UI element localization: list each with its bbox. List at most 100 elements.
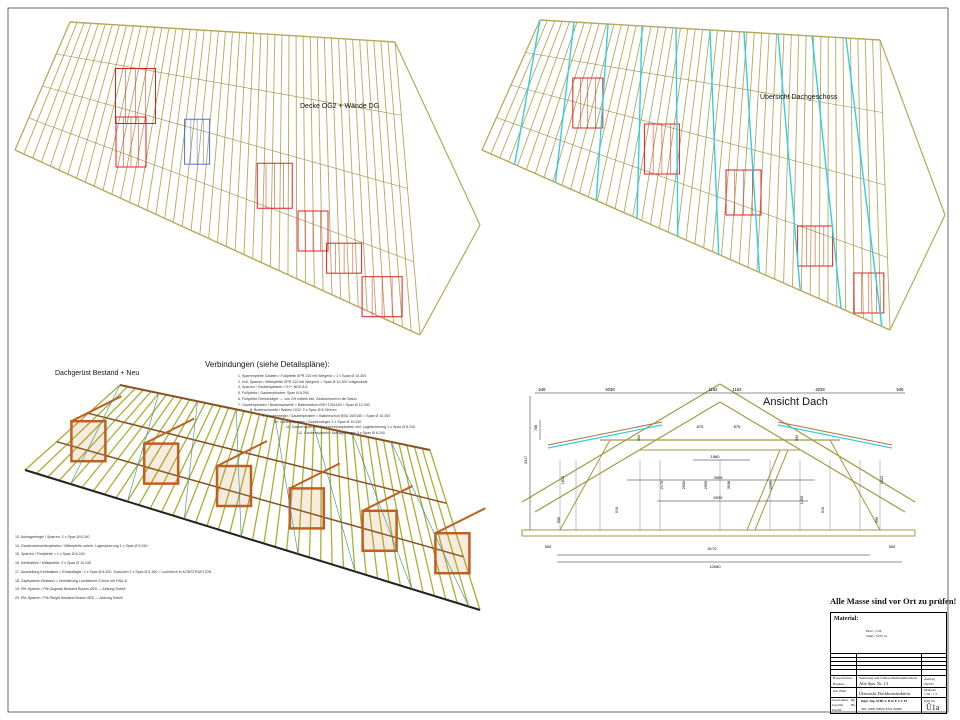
- rafter: [406, 444, 447, 600]
- dormer-rafter: [434, 507, 486, 535]
- dim-vertical: 1822: [880, 476, 884, 484]
- bracing: [743, 31, 761, 273]
- dim-vertical: 768: [534, 425, 538, 431]
- rafter: [320, 427, 323, 562]
- rafter: [126, 399, 191, 502]
- connection-item: 13. Aufsagerriegel / Sparren: 2 x Spax Ø…: [15, 535, 90, 539]
- ridge: [69, 21, 396, 43]
- firm-phone: TEL 0000 00000 FAX 00000: [861, 707, 903, 711]
- rafter: [138, 400, 199, 506]
- gable: [879, 39, 946, 216]
- rafter: [719, 383, 916, 503]
- connections-list-continued: 13. Aufsagerriegel / Sparren: 2 x Spax Ø…: [15, 533, 211, 603]
- dormer-rafter: [143, 417, 195, 445]
- strut: [829, 439, 881, 531]
- strut: [559, 439, 611, 531]
- rafter: [429, 449, 481, 611]
- drawing-title: Übersicht Dachkonstruktion: [859, 691, 910, 696]
- rafter: [240, 415, 268, 537]
- connection-item: 18. Zapfsparren Bestand = Verstärkung Lo…: [15, 578, 127, 583]
- project-name: Sanierung und Umbau Mehrfamilienhaus: [859, 676, 918, 680]
- scale: 1:50 / 1:1: [924, 692, 938, 696]
- scale-label: Maßstab: [924, 688, 937, 692]
- rafter: [172, 405, 222, 516]
- dimension-label: 10080: [709, 564, 721, 569]
- connection-item: 1. Sparrenpfette Gauben / Fußpfette SPR …: [238, 374, 367, 378]
- dimension-label: 875: [697, 424, 704, 429]
- rafter: [351, 433, 367, 576]
- purlin: [88, 412, 447, 505]
- rafter: [534, 401, 721, 513]
- dim-vertical: 910: [615, 507, 619, 513]
- label-ceiling-walls: Decke OG2 + Wände DG: [300, 103, 380, 110]
- order-label: Auftrag: [924, 677, 935, 681]
- bracing: [274, 417, 299, 555]
- dim-vertical: 910: [821, 507, 825, 513]
- dormer: [361, 509, 398, 553]
- sheet-label: Plan Nr.: [924, 699, 936, 703]
- firm-name: Dipl.-Ing. (FH) S. B R E S C H: [861, 699, 907, 703]
- dim-vertical: 394: [637, 435, 641, 441]
- rafter: [206, 410, 245, 527]
- bracing: [313, 425, 356, 572]
- dormer-roof: [777, 421, 893, 446]
- rafter: [328, 428, 333, 565]
- view-ceiling-walls: [14, 21, 481, 336]
- label-roof-overview: Übersicht Dachgeschoss: [760, 94, 838, 101]
- dormer: [215, 464, 253, 508]
- material-label: Material:: [834, 616, 859, 622]
- rafter: [104, 395, 175, 495]
- dim-top: 1162: [708, 387, 718, 392]
- floor-beam: [521, 529, 916, 537]
- connection-item: 11. Gaubensparren / Gaubenrechmpfosten i…: [286, 425, 415, 430]
- rafter: [521, 383, 721, 503]
- material-wood: Holz : C24: [866, 629, 882, 633]
- verify-notice: Alle Masse sind vor Ort zu prüfen!: [830, 596, 957, 606]
- rafter: [375, 438, 402, 586]
- sheet-border: [7, 7, 949, 713]
- connection-item: 8. Bodenschwelle / Balken OG2: 2 x Spax …: [250, 408, 337, 413]
- dim-top: 4038: [605, 387, 615, 392]
- bracing: [235, 409, 242, 537]
- connection-item: 9. Gaubenriegel / Gaubenpfosten = Balken…: [262, 413, 391, 418]
- bracing: [127, 393, 160, 502]
- connection-item: 10. Gaubensparren / Gaubenriegel: 2 x Sp…: [274, 419, 362, 424]
- connection-item: 16. Kehlbalken / Mittelpfette: 2 x Spax …: [15, 561, 92, 566]
- bracing: [777, 33, 801, 291]
- view-roof-overview: [481, 19, 946, 331]
- rafter: [367, 436, 390, 583]
- purlin: [510, 84, 886, 186]
- purlin: [496, 117, 888, 258]
- connection-item: 3. Sparren / Gaubenpfosten: CH + NDD 8.8: [238, 385, 308, 390]
- bracing: [709, 29, 720, 255]
- dimension-label: 9170: [708, 546, 718, 551]
- title-block: Material: Holz : C24 Stahl : S235 ns Bau…: [830, 612, 947, 714]
- eave: [419, 224, 481, 336]
- dimension-label: 3905: [714, 475, 724, 480]
- dim-vertical: 394: [795, 435, 799, 441]
- rafter: [183, 407, 230, 520]
- rafter: [398, 443, 436, 597]
- rafter: [217, 412, 253, 530]
- rafter: [336, 430, 345, 569]
- drawing-label: Inh. Blatt: [833, 689, 847, 693]
- dormer: [142, 442, 180, 485]
- connection-item: 5. Fußpfette / Gaubenpfosten: Spax Ø 8.2…: [238, 391, 309, 396]
- rafter: [274, 420, 292, 548]
- rafter: [719, 401, 906, 513]
- rafter: [47, 387, 136, 478]
- rafter: [160, 404, 214, 513]
- gable: [394, 41, 481, 226]
- sheet-number: Ü1a: [926, 703, 940, 712]
- bracing: [811, 35, 842, 309]
- view-roof-frame: [24, 384, 486, 611]
- purlin: [525, 52, 883, 113]
- drawn-label: Gezeichnet: [832, 698, 848, 702]
- dim-top: 1162: [732, 387, 742, 392]
- bracing: [845, 37, 883, 327]
- material-steel: Stahl : S235 ns: [866, 634, 888, 638]
- dormer-roof: [777, 424, 893, 449]
- dimension-label: 500: [889, 544, 896, 549]
- eave: [889, 214, 946, 331]
